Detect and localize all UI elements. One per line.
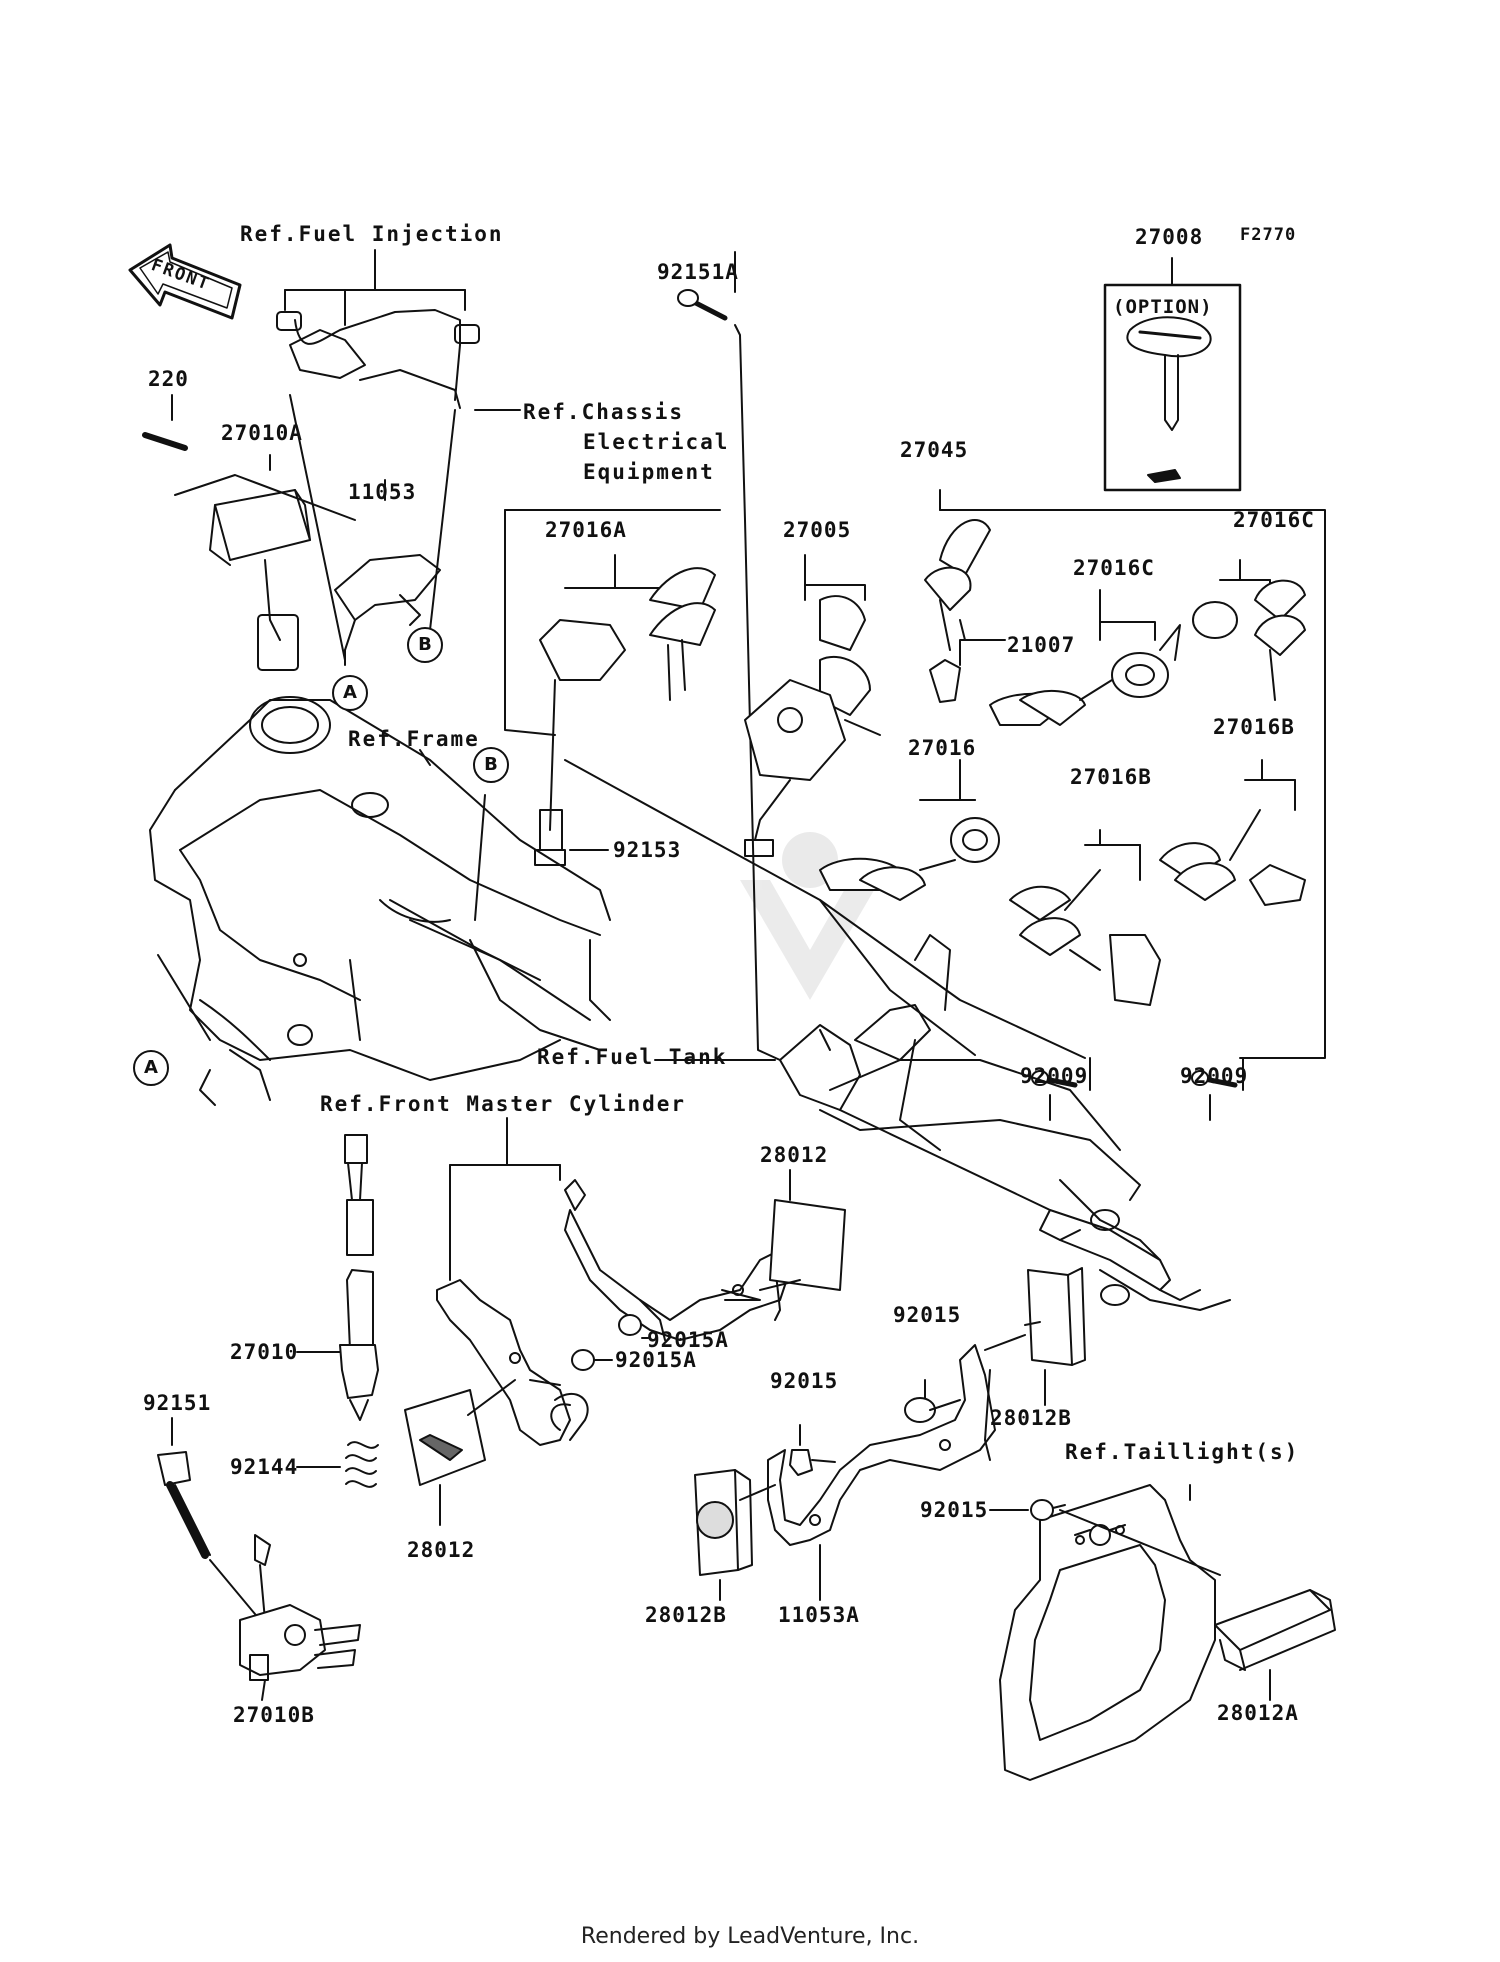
frame-drawing [149,696,611,1106]
front-brake-bracket-drawing [436,1179,791,1446]
part-92015: 92015 [893,1303,962,1327]
diagram-code: F2770 [1240,225,1297,245]
part-92144: 92144 [230,1455,299,1479]
part-11053: 11053 [348,480,417,504]
part-27016: 27016 [908,736,977,760]
callout-b: B [407,627,443,663]
ref-front-master-cylinder: Ref.Front Master Cylinder [320,1092,687,1116]
part-92015A: 92015A [647,1328,729,1352]
ref-chassis-line2: Electrical [583,430,730,454]
part-28012B: 28012B [990,1406,1072,1430]
footer-credit: Rendered by LeadVenture, Inc. [580,1924,920,1949]
part-27010A: 27010A [221,421,303,445]
fuel-tank-bracket-drawing [779,934,1231,1311]
ref-fuel-tank: Ref.Fuel Tank [537,1045,728,1069]
ref-frame: Ref.Frame [348,727,480,751]
part-92151A: 92151A [657,260,739,284]
callout-a: A [332,675,368,711]
part-27045: 27045 [900,438,969,462]
callout-b: B [473,747,509,783]
part-92015: 92015 [770,1369,839,1393]
option-part-label: 27008 [1135,225,1204,249]
ref-chassis-line1: Ref.Chassis [523,400,685,424]
ref-taillight: Ref.Taillight(s) [1065,1440,1300,1464]
part-27016B: 27016B [1070,765,1152,789]
ref-fuel-injection: Ref.Fuel Injection [240,222,504,246]
part-92153: 92153 [613,838,682,862]
part-27016C: 27016C [1233,508,1315,532]
part-27010: 27010 [230,1340,299,1364]
part-92015: 92015 [920,1498,989,1522]
part-92151: 92151 [143,1391,212,1415]
part-220: 220 [148,367,189,391]
part-27010B: 27010B [233,1703,315,1727]
part-21007: 21007 [1007,633,1076,657]
part-28012: 28012 [407,1538,476,1562]
part-92015A: 92015A [615,1348,697,1372]
part-27016A: 27016A [545,518,627,542]
ref-chassis-line3: Equipment [583,460,715,484]
part-11053A: 11053A [778,1603,860,1627]
front-arrow-icon [128,243,242,320]
part-27016B: 27016B [1213,715,1295,739]
part-92009: 92009 [1020,1064,1089,1088]
option-label: (OPTION) [1113,296,1213,318]
part-27016C: 27016C [1073,556,1155,580]
part-28012: 28012 [760,1143,829,1167]
watermark-logo [740,832,880,1000]
part-28012A: 28012A [1217,1701,1299,1725]
part-27005: 27005 [783,518,852,542]
part-92009: 92009 [1180,1064,1249,1088]
callout-a: A [133,1050,169,1086]
part-28012B: 28012B [645,1603,727,1627]
